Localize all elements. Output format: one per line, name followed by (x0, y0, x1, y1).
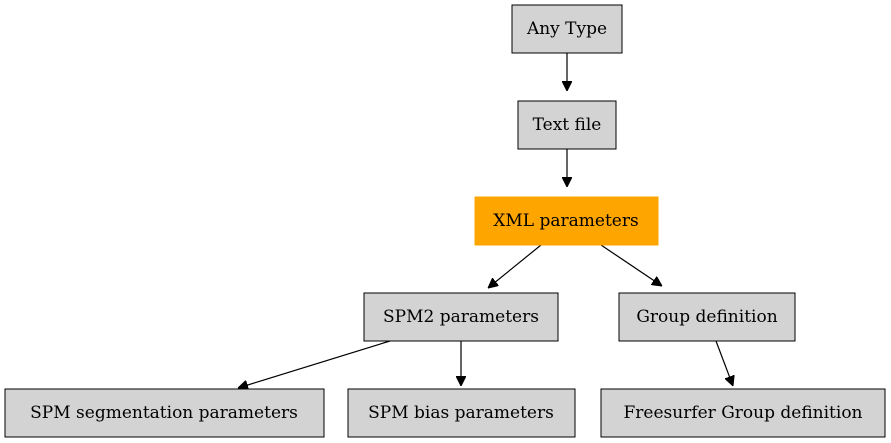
node-box (474, 196, 659, 246)
node-box (618, 292, 796, 342)
node-label: SPM bias parameters (368, 403, 554, 423)
node-xml-parameters[interactable]: XML parameters (474, 196, 659, 246)
node-box (517, 100, 617, 150)
node-text-file[interactable]: Text file (517, 100, 617, 150)
node-label: XML parameters (493, 211, 638, 231)
node-label: Group definition (636, 307, 777, 327)
node-spm2-parameters[interactable]: SPM2 parameters (363, 292, 559, 342)
node-any-type[interactable]: Any Type (511, 4, 623, 54)
edge-spm2-parameters-to-spm-segmentation-parameters (238, 340, 391, 388)
node-spm-bias-parameters[interactable]: SPM bias parameters (347, 388, 576, 438)
node-box (600, 388, 886, 438)
node-label: Freesurfer Group definition (623, 403, 862, 423)
node-label: Text file (533, 115, 602, 135)
node-label: Any Type (526, 19, 607, 39)
node-label: SPM segmentation parameters (30, 403, 298, 423)
edges (238, 53, 733, 388)
node-box (511, 4, 623, 54)
node-label: SPM2 parameters (383, 307, 539, 327)
node-group-definition[interactable]: Group definition (618, 292, 796, 342)
node-box (363, 292, 559, 342)
node-freesurfer-group-definition[interactable]: Freesurfer Group definition (600, 388, 886, 438)
edge-group-definition-to-freesurfer-group-definition (715, 340, 733, 386)
edge-xml-parameters-to-group-definition (600, 244, 662, 286)
edge-xml-parameters-to-spm2-parameters (488, 244, 542, 288)
node-box (4, 388, 325, 438)
node-spm-segmentation-parameters[interactable]: SPM segmentation parameters (4, 388, 325, 438)
node-box (347, 388, 576, 438)
